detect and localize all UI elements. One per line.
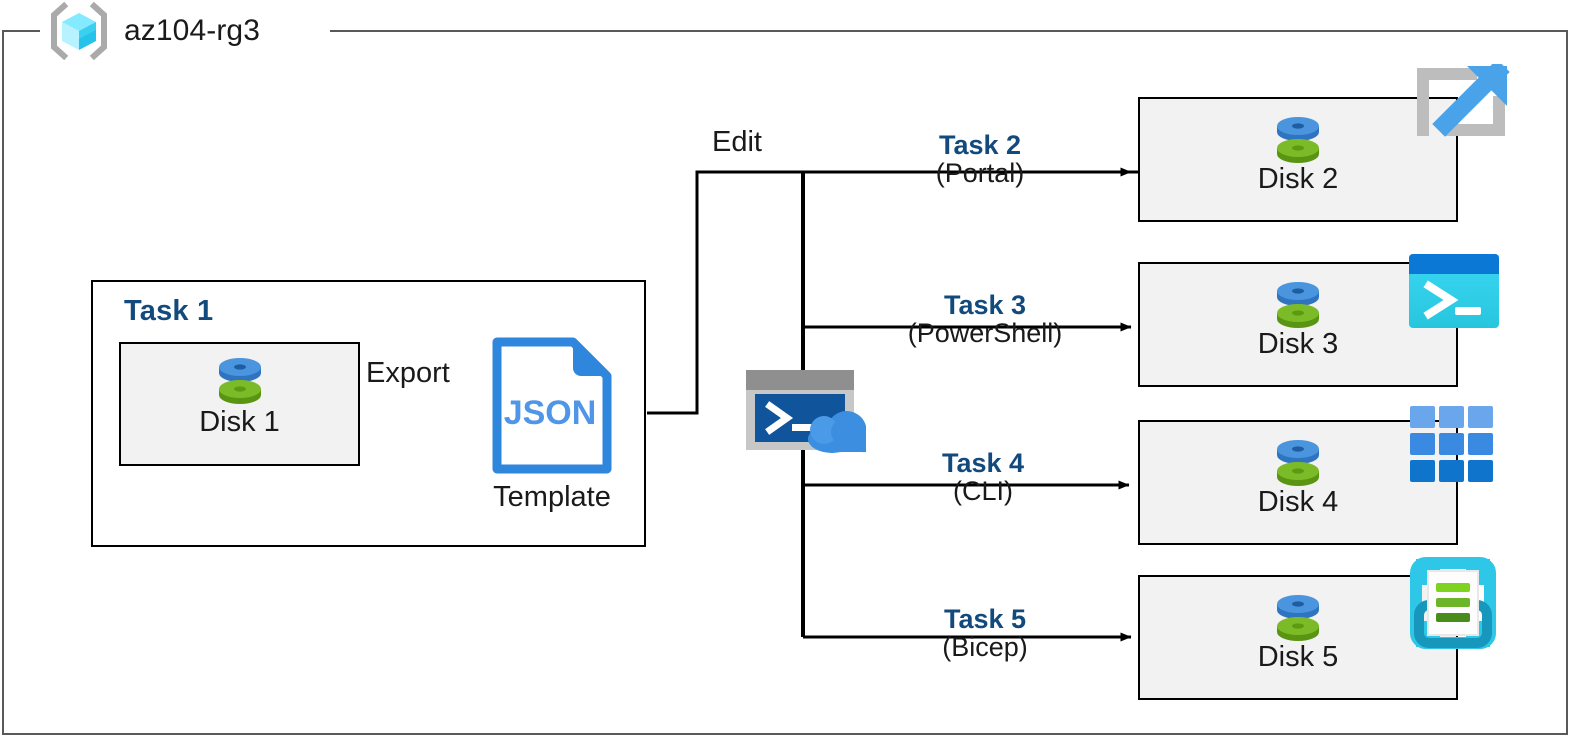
task5-edge-label: Task 5 (Bicep) — [880, 605, 1090, 662]
task4-title: Task 4 — [941, 448, 1025, 478]
disk-icon — [1271, 278, 1325, 330]
disk-icon — [1271, 436, 1325, 488]
disk5-box[interactable]: Disk 5 — [1138, 575, 1458, 700]
disk1-box[interactable]: Disk 1 — [119, 342, 360, 466]
disk1-label: Disk 1 — [199, 406, 280, 438]
task2-title: Task 2 — [938, 130, 1022, 160]
disk3-label: Disk 3 — [1257, 328, 1339, 360]
resource-group-container — [2, 30, 1568, 735]
disk-icon — [1271, 591, 1325, 643]
export-label: Export — [366, 357, 450, 389]
bicep-icon — [1406, 557, 1500, 649]
azure-cli-icon — [1408, 404, 1496, 484]
task3-edge-label: Task 3 (PowerShell) — [880, 291, 1090, 348]
task3-title: Task 3 — [943, 290, 1027, 320]
disk5-label: Disk 5 — [1257, 641, 1339, 673]
resource-group-name: az104-rg3 — [124, 14, 260, 47]
powershell-icon — [1407, 252, 1501, 330]
disk4-label: Disk 4 — [1257, 486, 1339, 518]
cloud-shell-icon[interactable] — [744, 366, 866, 454]
resource-group-icon — [48, 2, 110, 60]
json-file-type: JSON — [504, 394, 597, 432]
template-label: Template — [493, 481, 611, 513]
disk-icon — [1271, 113, 1325, 165]
disk2-box[interactable]: Disk 2 — [1138, 97, 1458, 222]
disk-icon — [213, 354, 267, 406]
json-file-icon: JSON — [489, 336, 615, 475]
task2-method: (Portal) — [935, 158, 1025, 189]
disk4-box[interactable]: Disk 4 — [1138, 420, 1458, 545]
edit-label: Edit — [712, 126, 762, 158]
template-node[interactable]: JSON Template — [489, 336, 615, 514]
task4-method: (CLI) — [953, 476, 1013, 507]
azure-portal-icon — [1409, 64, 1513, 164]
task5-method: (Bicep) — [942, 632, 1028, 663]
task4-edge-label: Task 4 (CLI) — [878, 449, 1088, 506]
task2-edge-label: Task 2 (Portal) — [875, 131, 1085, 188]
resource-group-header: az104-rg3 — [48, 2, 260, 60]
task3-method: (PowerShell) — [907, 318, 1063, 349]
task1-title: Task 1 — [124, 295, 214, 327]
task5-title: Task 5 — [943, 604, 1027, 634]
disk2-label: Disk 2 — [1257, 163, 1339, 195]
